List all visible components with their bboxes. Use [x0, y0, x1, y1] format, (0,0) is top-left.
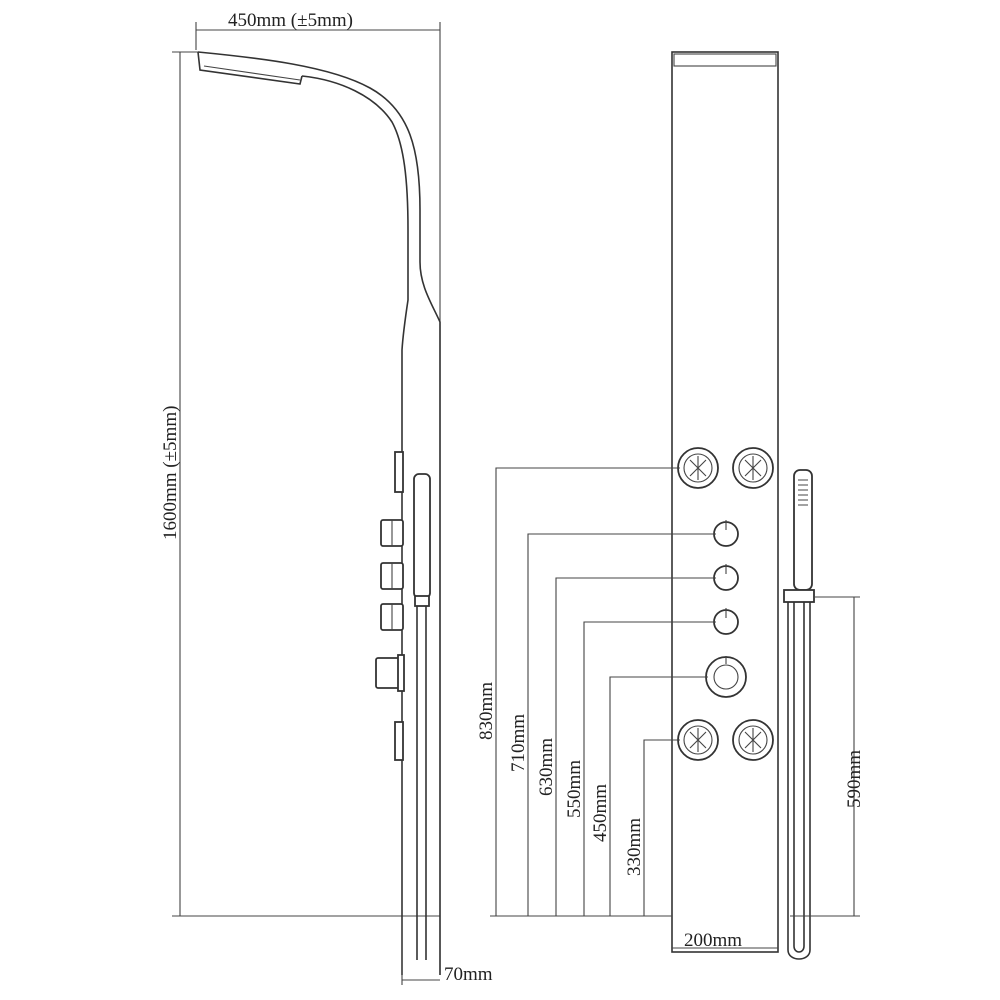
- front-valve-knob-2: [713, 564, 739, 591]
- side-hand-shower: [413, 473, 431, 599]
- panel-top-cap: [673, 53, 777, 67]
- panel-width-label: 200mm: [684, 930, 742, 951]
- leader-630: [555, 577, 716, 916]
- height-label: 1600mm (±5mm): [160, 406, 181, 540]
- shower-head: [197, 51, 303, 85]
- height-label-330: 330mm: [624, 818, 645, 876]
- depth-label: 70mm: [444, 964, 493, 985]
- shower-arm-outer: [197, 51, 441, 975]
- height-label-450: 450mm: [590, 784, 611, 842]
- leader-830: [495, 467, 680, 916]
- body-jet-upper-left: [677, 447, 719, 489]
- side-hose: [416, 606, 427, 960]
- front-hand-shower: [793, 469, 813, 591]
- front-valve-knob-3: [713, 608, 739, 635]
- handshower-label: 590mm: [844, 750, 865, 808]
- height-label-630: 630mm: [536, 738, 557, 796]
- width-label: 450mm (±5mm): [228, 10, 353, 31]
- side-thermostat-knob: [375, 654, 405, 692]
- shower-head-nozzles: [203, 65, 301, 81]
- leader-710: [527, 533, 716, 916]
- height-label-550: 550mm: [564, 760, 585, 818]
- body-jet-lower-right: [732, 719, 774, 761]
- body-jet-lower-left: [677, 719, 719, 761]
- side-view: 450mm (±5mm) 1600mm (±5mm): [160, 10, 493, 985]
- height-leaders: [490, 467, 716, 917]
- body-jet-upper-right: [732, 447, 774, 489]
- leader-330: [643, 739, 680, 916]
- shower-arm-inner: [301, 75, 409, 975]
- front-hose: [787, 602, 811, 960]
- side-valve-knob-1: [380, 519, 404, 547]
- leader-550: [583, 621, 716, 916]
- front-thermostat-knob: [705, 656, 747, 698]
- front-valve-knob-1: [713, 520, 739, 547]
- leader-450: [609, 676, 708, 916]
- front-hand-shower-holder: [783, 589, 815, 603]
- side-jet-lower: [394, 721, 404, 761]
- front-view: 830mm 710mm 630mm 550mm 450mm 330mm 590m…: [476, 51, 865, 960]
- side-hand-shower-holder: [414, 595, 430, 607]
- side-valve-knob-2: [380, 562, 404, 590]
- side-valve-knob-3: [380, 603, 404, 631]
- height-label-710: 710mm: [508, 714, 529, 772]
- height-label-830: 830mm: [476, 682, 497, 740]
- panel-body: [671, 51, 779, 953]
- side-jet-upper: [394, 451, 404, 493]
